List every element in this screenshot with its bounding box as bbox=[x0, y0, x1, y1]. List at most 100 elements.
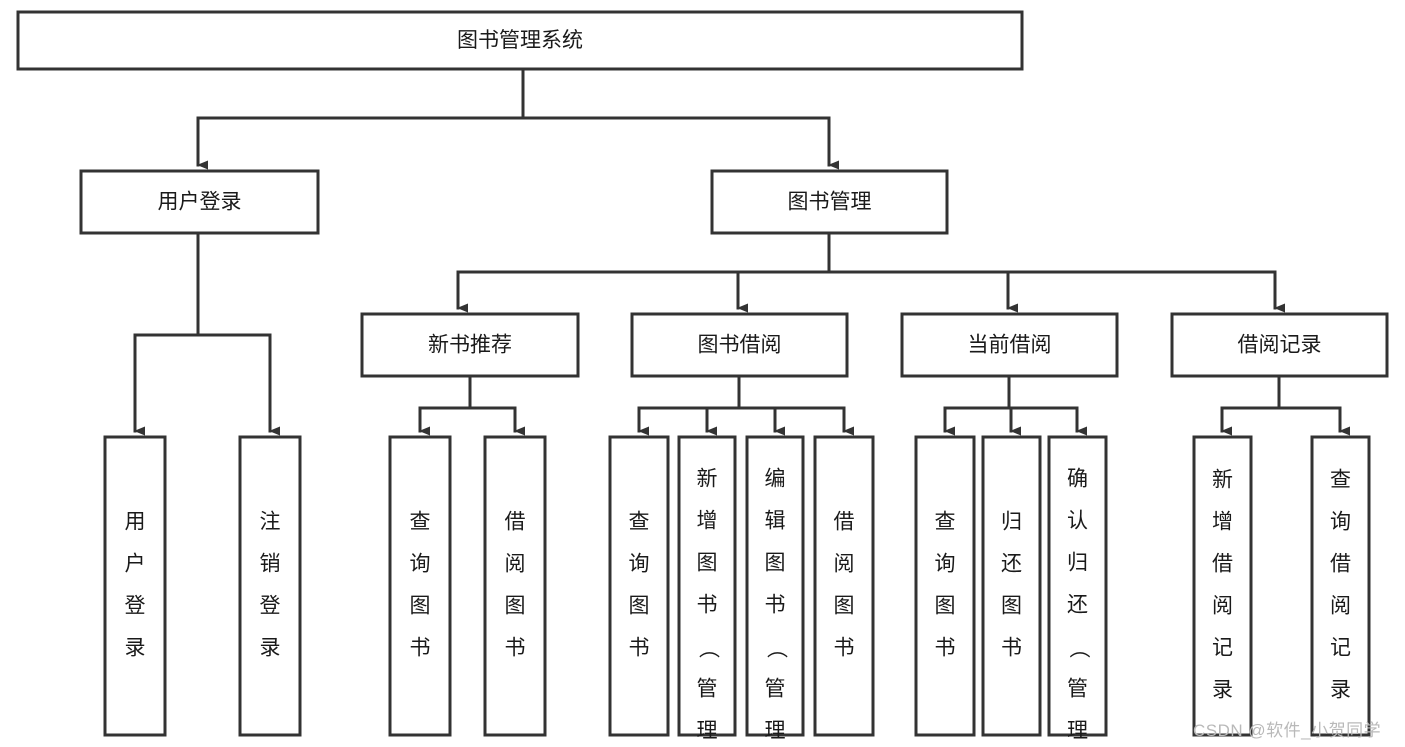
node-label-new-book-recommend: 新书推荐 bbox=[428, 334, 512, 357]
node-label-book-manage: 图书管理 bbox=[788, 191, 872, 214]
node-label-char: 询 bbox=[629, 553, 650, 576]
node-box-borrow-record[interactable] bbox=[1170, 312, 1389, 378]
node-label-char: 归 bbox=[1001, 511, 1022, 534]
node-box-leaf-query-book-borrow[interactable] bbox=[608, 435, 670, 737]
node-label-char: 图 bbox=[1001, 595, 1022, 618]
node-label-char: 辑 bbox=[765, 510, 786, 533]
node-box-book-manage[interactable] bbox=[710, 169, 949, 235]
node-label-char: 还 bbox=[1067, 594, 1088, 617]
node-label-char: 书 bbox=[505, 637, 526, 660]
node-label-char: （ bbox=[764, 638, 787, 659]
node-label-char: 销 bbox=[260, 553, 281, 576]
node-label-char: 图 bbox=[765, 552, 786, 575]
node-label-char: 书 bbox=[935, 637, 956, 660]
node-label-char: 登 bbox=[260, 595, 281, 618]
node-label-char: 借 bbox=[505, 511, 526, 534]
node-label-char: 借 bbox=[1330, 553, 1351, 576]
node-label-char: 新 bbox=[697, 468, 718, 491]
node-box-leaf-confirm-return-admin[interactable] bbox=[1047, 435, 1108, 737]
node-label-char: 注 bbox=[260, 511, 281, 534]
node-label-char: 理 bbox=[697, 720, 718, 743]
node-label-char: 登 bbox=[125, 595, 146, 618]
node-label-char: 录 bbox=[1330, 679, 1351, 702]
node-book-manage[interactable]: 图书管理 bbox=[710, 169, 949, 235]
node-box-leaf-add-borrow-record[interactable] bbox=[1192, 435, 1253, 737]
node-label-char: 还 bbox=[1001, 553, 1022, 576]
node-borrow-record[interactable]: 借阅记录 bbox=[1170, 312, 1389, 378]
node-label-char: （ bbox=[696, 638, 719, 659]
node-box-leaf-query-book-current[interactable] bbox=[914, 435, 976, 737]
node-label-char: 理 bbox=[765, 720, 786, 743]
node-label-char: 询 bbox=[935, 553, 956, 576]
node-label-char: 认 bbox=[1067, 510, 1088, 533]
node-label-char: 归 bbox=[1067, 552, 1088, 575]
node-label-char: 阅 bbox=[1330, 595, 1351, 618]
node-current-borrow[interactable]: 当前借阅 bbox=[900, 312, 1119, 378]
node-label-char: 增 bbox=[697, 510, 718, 533]
node-book-borrow[interactable]: 图书借阅 bbox=[630, 312, 849, 378]
node-box-current-borrow[interactable] bbox=[900, 312, 1119, 378]
node-box-new-book-recommend[interactable] bbox=[360, 312, 580, 378]
node-label-borrow-record: 借阅记录 bbox=[1238, 334, 1322, 357]
node-box-book-borrow[interactable] bbox=[630, 312, 849, 378]
node-label-char: 户 bbox=[125, 553, 146, 576]
node-label-char: 查 bbox=[935, 511, 956, 534]
node-label-char: 录 bbox=[125, 637, 146, 660]
node-label-char: 图 bbox=[505, 595, 526, 618]
node-box-leaf-borrow-book[interactable] bbox=[813, 435, 875, 737]
node-label-char: 书 bbox=[410, 637, 431, 660]
node-label-char: 书 bbox=[1001, 637, 1022, 660]
node-label-char: 图 bbox=[410, 595, 431, 618]
node-box-leaf-user-login[interactable] bbox=[103, 435, 167, 737]
node-box-leaf-query-book-rec[interactable] bbox=[388, 435, 452, 737]
node-label-char: 录 bbox=[1212, 679, 1233, 702]
node-box-leaf-add-book-admin[interactable] bbox=[677, 435, 737, 737]
csdn-watermark: CSDN @软件_小贺同学 bbox=[1193, 721, 1382, 740]
node-label-char: 图 bbox=[935, 595, 956, 618]
node-box-leaf-return-book[interactable] bbox=[981, 435, 1042, 737]
node-box-root[interactable] bbox=[16, 10, 1024, 71]
node-label-char: 用 bbox=[125, 511, 146, 534]
node-box-leaf-borrow-book-rec[interactable] bbox=[483, 435, 547, 737]
node-label-char: 确 bbox=[1067, 468, 1088, 491]
node-box-leaf-edit-book-admin[interactable] bbox=[745, 435, 805, 737]
node-label-char: 图 bbox=[697, 552, 718, 575]
node-label-char: 管 bbox=[697, 678, 718, 701]
node-label-char: 书 bbox=[765, 594, 786, 617]
node-label-root: 图书管理系统 bbox=[457, 29, 583, 52]
node-label-char: 阅 bbox=[1212, 595, 1233, 618]
node-box-user-login[interactable] bbox=[79, 169, 320, 235]
node-label-char: 图 bbox=[629, 595, 650, 618]
node-label-char: 新 bbox=[1212, 469, 1233, 492]
node-label-char: 书 bbox=[629, 637, 650, 660]
node-leaf-user-login[interactable]: 用户登录 bbox=[103, 435, 167, 737]
node-label-char: 阅 bbox=[505, 553, 526, 576]
node-label-char: 录 bbox=[260, 637, 281, 660]
node-label-current-borrow: 当前借阅 bbox=[968, 334, 1052, 357]
node-user-login[interactable]: 用户登录 bbox=[79, 169, 320, 235]
node-label-book-borrow: 图书借阅 bbox=[698, 334, 782, 357]
node-layer: 图书管理系统用户登录图书管理新书推荐图书借阅当前借阅借阅记录用户登录注销登录查询… bbox=[16, 10, 1389, 747]
node-new-book-recommend[interactable]: 新书推荐 bbox=[360, 312, 580, 378]
node-label-char: 阅 bbox=[834, 553, 855, 576]
node-box-leaf-user-logout[interactable] bbox=[238, 435, 302, 737]
node-label-char: 记 bbox=[1212, 637, 1233, 660]
node-box-leaf-query-borrow-record[interactable] bbox=[1310, 435, 1371, 737]
node-label-char: 借 bbox=[834, 511, 855, 534]
node-root[interactable]: 图书管理系统 bbox=[16, 10, 1024, 71]
node-label-char: 询 bbox=[410, 553, 431, 576]
